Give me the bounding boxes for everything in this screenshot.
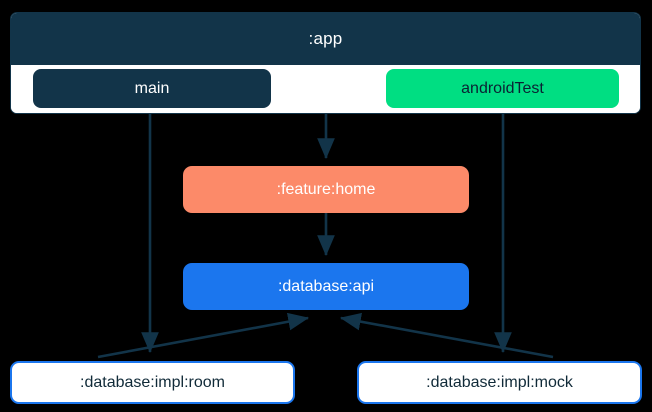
- node-database-impl-room[interactable]: :database:impl:room: [10, 361, 295, 404]
- node-main[interactable]: main: [33, 69, 271, 108]
- node-android-test[interactable]: androidTest: [386, 69, 619, 108]
- cluster-app-body: main androidTest: [11, 65, 640, 113]
- node-database-impl-room-label: :database:impl:room: [80, 373, 225, 391]
- node-database-impl-mock-label: :database:impl:mock: [426, 373, 573, 391]
- node-database-impl-mock[interactable]: :database:impl:mock: [357, 361, 642, 404]
- cluster-app[interactable]: :app main androidTest: [10, 12, 641, 114]
- edge-mock-to-api: [339, 312, 554, 359]
- node-database-api[interactable]: :database:api: [183, 263, 469, 310]
- node-feature-home[interactable]: :feature:home: [183, 166, 469, 213]
- node-main-label: main: [134, 79, 170, 97]
- node-android-test-label: androidTest: [461, 79, 544, 97]
- node-database-api-label: :database:api: [277, 277, 375, 295]
- cluster-app-title: :app: [11, 13, 640, 65]
- edge-room-to-api: [97, 312, 310, 359]
- node-feature-home-label: :feature:home: [276, 180, 376, 198]
